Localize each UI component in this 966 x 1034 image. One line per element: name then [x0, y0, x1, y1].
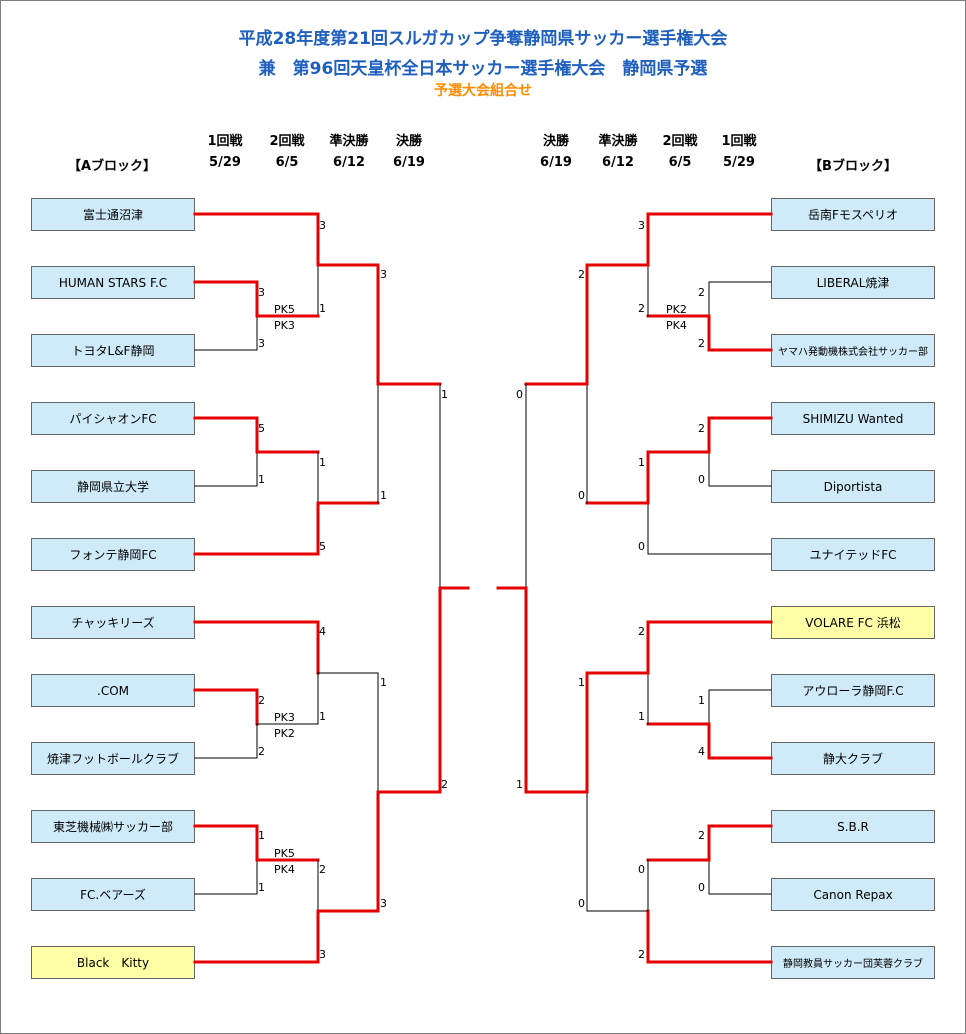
pk-a-r1-m1-bottom: PK3: [274, 319, 295, 332]
title-line-1: 平成28年度第21回スルガカップ争奪静岡県サッカー選手権大会: [238, 29, 728, 49]
team-a-5: 静岡県立大学: [31, 470, 195, 503]
team-b-7: VOLARE FC 浜松: [771, 606, 935, 639]
score-a-sf-m2-top: 1: [380, 676, 387, 689]
score-a-final-top: 1: [441, 388, 448, 401]
score-b-r2-m3-top: 2: [638, 625, 645, 638]
block-a-label: 【Aブロック】: [67, 159, 157, 174]
team-b-9: 静大クラブ: [771, 742, 935, 775]
round-date-a-r2: 6/5: [275, 155, 299, 170]
score-b-sf-m1-bottom: 0: [578, 489, 585, 502]
score-b-r2-m1-bottom: 2: [638, 302, 645, 315]
round-name-b-r2: 2回戦: [662, 134, 698, 149]
score-a-r1-m4-bottom: 1: [258, 881, 265, 894]
round-name-a-sf: 準決勝: [329, 134, 369, 149]
score-a-r1-m2-bottom: 1: [258, 473, 265, 486]
team-b-6: ユナイテッドFC: [771, 538, 935, 571]
score-a-r1-m1-top: 3: [258, 286, 265, 299]
team-b-2: LIBERAL焼津: [771, 266, 935, 299]
team-a-8: .COM: [31, 674, 195, 707]
score-b-r2-m2-top: 1: [638, 456, 645, 469]
team-b-8: アウローラ静岡F.C: [771, 674, 935, 707]
score-a-r2-m2-top: 1: [319, 456, 326, 469]
round-name-b-r1: 1回戦: [721, 134, 757, 149]
team-b-5: Diportista: [771, 470, 935, 503]
score-a-sf-m1-bottom: 1: [380, 489, 387, 502]
score-a-r2-m2-bottom: 5: [319, 540, 326, 553]
team-b-1: 岳南Fモスペリオ: [771, 198, 935, 231]
team-a-3: トヨタL&F静岡: [31, 334, 195, 367]
score-b-final-bottom: 1: [516, 778, 523, 791]
score-b-r2-m4-bottom: 2: [638, 948, 645, 961]
team-b-10: S.B.R: [771, 810, 935, 843]
score-a-r1-m3-top: 2: [258, 694, 265, 707]
score-b-sf-m2-top: 1: [578, 676, 585, 689]
block-b-label: 【Bブロック】: [809, 159, 897, 174]
score-b-r1-m4-top: 2: [698, 829, 705, 842]
round-date-b-sf: 6/12: [602, 155, 634, 170]
score-b-r2-m4-top: 0: [638, 863, 645, 876]
score-a-r2-m4-bottom: 3: [319, 948, 326, 961]
round-name-a-r2: 2回戦: [269, 134, 305, 149]
score-a-r1-m2-top: 5: [258, 422, 265, 435]
score-a-sf-m1-top: 3: [380, 268, 387, 281]
score-b-r2-m3-bottom: 1: [638, 710, 645, 723]
score-a-r1-m1-bottom: 3: [258, 337, 265, 350]
score-a-r1-m3-bottom: 2: [258, 745, 265, 758]
team-a-9: 焼津フットボールクラブ: [31, 742, 195, 775]
round-date-a-r1: 5/29: [209, 155, 241, 170]
score-a-r1-m4-top: 1: [258, 829, 265, 842]
round-name-b-final: 決勝: [542, 134, 569, 149]
score-b-r2-m2-bottom: 0: [638, 540, 645, 553]
score-b-r1-m4-bottom: 0: [698, 881, 705, 894]
team-a-10: 東芝機械㈱サッカー部: [31, 810, 195, 843]
round-date-b-r1: 5/29: [723, 155, 755, 170]
round-name-a-r1: 1回戦: [207, 134, 243, 149]
pk-a-r1-m3-top: PK3: [274, 711, 295, 724]
score-b-r1-m1-bottom: 2: [698, 337, 705, 350]
pk-b-r1-m1-bottom: PK4: [666, 319, 687, 332]
score-b-r1-m3-top: 1: [698, 694, 705, 707]
score-a-r2-m1-top: 3: [319, 219, 326, 232]
round-date-b-final: 6/19: [540, 155, 572, 170]
pk-a-r1-m1-top: PK5: [274, 303, 295, 316]
title-line-2: 兼 第96回天皇杯全日本サッカー選手権大会 静岡県予選: [258, 59, 708, 79]
team-a-12: Black Kitty: [31, 946, 195, 979]
team-b-3: ヤマハ発動機株式会社サッカー部: [771, 334, 935, 367]
round-date-b-r2: 6/5: [668, 155, 692, 170]
team-a-7: チャッキリーズ: [31, 606, 195, 639]
score-a-r2-m3-top: 4: [319, 625, 326, 638]
score-b-r1-m3-bottom: 4: [698, 745, 705, 758]
pk-a-r1-m3-bottom: PK2: [274, 727, 295, 740]
score-a-sf-m2-bottom: 3: [380, 897, 387, 910]
pk-a-r1-m4-top: PK5: [274, 847, 295, 860]
score-b-r2-m1-top: 3: [638, 219, 645, 232]
score-b-sf-m2-bottom: 0: [578, 897, 585, 910]
round-date-a-final: 6/19: [393, 155, 425, 170]
subtitle: 予選大会組合せ: [434, 83, 532, 99]
team-a-4: パイシャオンFC: [31, 402, 195, 435]
round-name-a-final: 決勝: [395, 134, 422, 149]
team-b-11: Canon Repax: [771, 878, 935, 911]
score-a-r2-m4-top: 2: [319, 863, 326, 876]
pk-b-r1-m1-top: PK2: [666, 303, 687, 316]
team-b-12: 静岡教員サッカー団芙蓉クラブ: [771, 946, 935, 979]
score-b-sf-m1-top: 2: [578, 268, 585, 281]
score-a-r2-m1-bottom: 1: [319, 302, 326, 315]
team-a-6: フォンテ静岡FC: [31, 538, 195, 571]
score-b-final-top: 0: [516, 388, 523, 401]
pk-a-r1-m4-bottom: PK4: [274, 863, 295, 876]
score-b-r1-m2-bottom: 0: [698, 473, 705, 486]
round-name-b-sf: 準決勝: [598, 134, 638, 149]
team-a-1: 富士通沼津: [31, 198, 195, 231]
score-a-r2-m3-bottom: 1: [319, 710, 326, 723]
team-a-11: FC.ベアーズ: [31, 878, 195, 911]
round-date-a-sf: 6/12: [333, 155, 365, 170]
score-b-r1-m1-top: 2: [698, 286, 705, 299]
score-b-r1-m2-top: 2: [698, 422, 705, 435]
score-a-final-bottom: 2: [441, 778, 448, 791]
team-a-2: HUMAN STARS F.C: [31, 266, 195, 299]
